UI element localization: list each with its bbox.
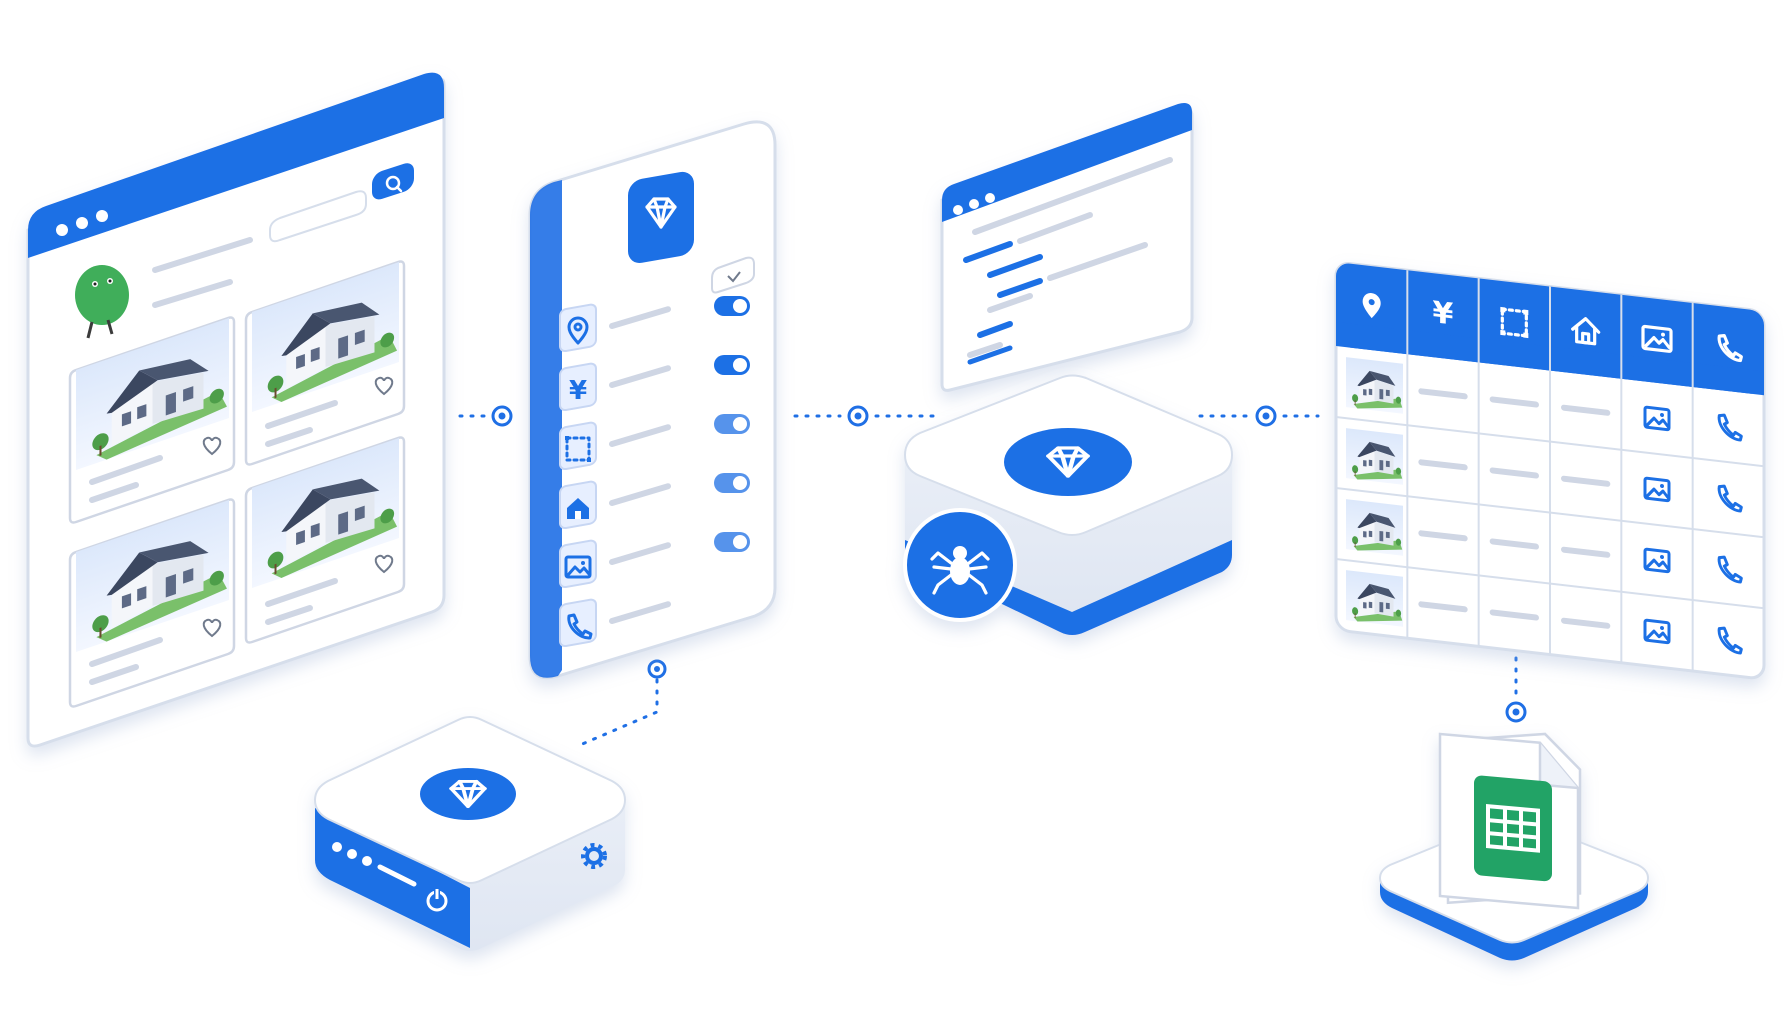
yen-icon: ¥ [569, 376, 587, 406]
server-box [313, 716, 627, 951]
search-button[interactable] [372, 160, 414, 202]
cell-placeholder [1418, 530, 1468, 542]
spreadsheet-export [1378, 732, 1650, 961]
house-thumbnail [1346, 357, 1403, 414]
cell-placeholder [1489, 609, 1539, 621]
power-icon[interactable] [426, 889, 448, 912]
filter-toggle[interactable] [714, 473, 750, 493]
table-row[interactable] [1336, 487, 1764, 597]
table-row[interactable] [1346, 357, 1743, 452]
listing-card[interactable] [244, 260, 406, 466]
browser-titlebar [28, 72, 444, 258]
cell-placeholder [1418, 388, 1468, 400]
window-dot [953, 205, 963, 215]
filter-row[interactable] [559, 296, 750, 353]
cell-placeholder [1561, 404, 1611, 416]
code-panel [940, 103, 1194, 392]
connector-table-to-sheet [1505, 656, 1527, 723]
table-row[interactable] [1336, 416, 1764, 526]
filter-label-placeholder [609, 542, 671, 565]
filter-label-placeholder [609, 306, 671, 329]
google-sheets-icon [1474, 775, 1552, 882]
filter-row[interactable] [559, 532, 750, 589]
crawler-box [903, 374, 1234, 635]
chevron-down-icon [727, 271, 741, 283]
cell-placeholder [1561, 475, 1611, 487]
status-dot [362, 856, 372, 866]
cell-placeholder [1418, 459, 1468, 471]
filter-row[interactable]: ¥ [559, 355, 750, 412]
search-input[interactable] [269, 190, 367, 243]
window-dot [96, 210, 108, 222]
code-titlebar [942, 103, 1192, 222]
filter-label-placeholder [609, 365, 671, 388]
house-thumbnail [1346, 499, 1403, 556]
filter-dropdown[interactable] [711, 256, 755, 294]
filter-toggle[interactable] [714, 414, 750, 434]
filter-label-placeholder [609, 424, 671, 447]
browser-panel [26, 72, 446, 748]
filter-icon-tile [559, 421, 597, 471]
connector-filter-to-server [578, 659, 667, 747]
spider-icon [930, 546, 990, 595]
cell-placeholder [1489, 396, 1539, 408]
listing-card[interactable] [68, 316, 236, 524]
window-dot [76, 217, 88, 229]
connector-browser-to-filter [458, 405, 513, 427]
app-logo [628, 171, 694, 264]
cell-placeholder [1561, 546, 1611, 558]
gear-icon[interactable] [581, 843, 607, 869]
cell-placeholder [1489, 538, 1539, 550]
window-dot [985, 193, 995, 203]
mascot-avatar [75, 265, 129, 339]
listing-card[interactable] [68, 498, 236, 708]
status-dot [332, 842, 342, 852]
cell-placeholder [1489, 467, 1539, 479]
filter-panel: ¥ [528, 120, 777, 680]
filter-row[interactable] [559, 473, 750, 530]
server-logo [420, 768, 516, 820]
filter-row[interactable] [559, 414, 750, 471]
cell-placeholder [1561, 617, 1611, 629]
filter-label-placeholder [609, 601, 671, 624]
filter-row[interactable] [559, 598, 671, 648]
window-dot [969, 199, 979, 209]
code-lines [963, 157, 1173, 365]
yen-icon: ¥ [1433, 295, 1454, 332]
filter-toggle[interactable] [714, 532, 750, 552]
filter-icon-tile [559, 362, 597, 412]
filter-toggle[interactable] [714, 355, 750, 375]
crawler-logo [1004, 428, 1132, 496]
status-dot [347, 849, 357, 859]
connector-crawler-to-table [1198, 405, 1320, 427]
filter-label-placeholder [609, 483, 671, 506]
listing-card[interactable] [244, 436, 406, 644]
search-icon [385, 175, 403, 193]
filter-toggle[interactable] [714, 296, 750, 316]
cell-placeholder [1418, 601, 1468, 613]
table-row[interactable] [1336, 558, 1764, 668]
house-thumbnail [1346, 428, 1403, 485]
filter-icon-tile [559, 303, 597, 353]
window-dot [56, 224, 68, 236]
house-thumbnail [1346, 570, 1403, 627]
connector-filter-to-crawler [793, 405, 937, 427]
data-table: ¥ [1334, 262, 1766, 680]
